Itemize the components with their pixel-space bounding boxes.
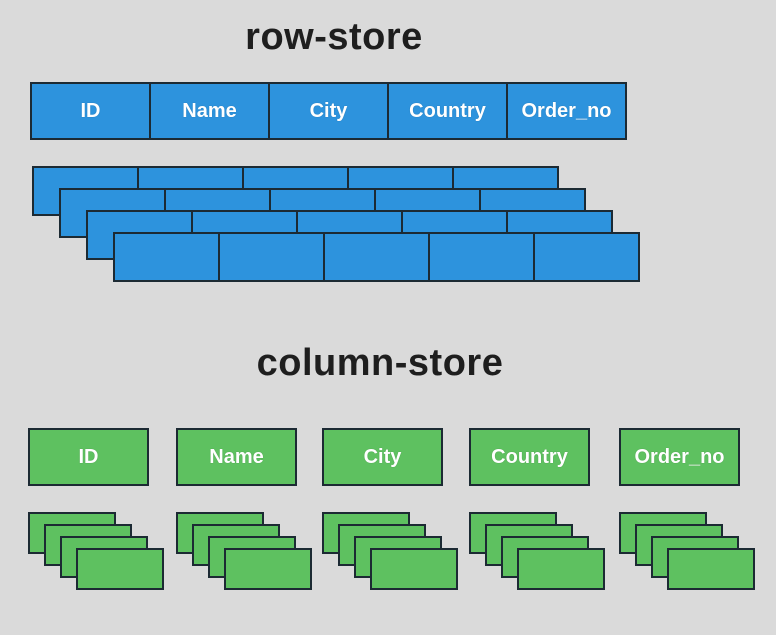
- column-store-name-record: [224, 548, 312, 590]
- row-store-header-city: City: [268, 82, 389, 140]
- row-store-header-order-no: Order_no: [506, 82, 627, 140]
- column-store-header-name: Name: [176, 428, 297, 486]
- column-store-header-country: Country: [469, 428, 590, 486]
- row-store-record-4-cell: [323, 232, 430, 282]
- column-store-city-record: [370, 548, 458, 590]
- row-store-header-country: Country: [387, 82, 508, 140]
- row-store-record-4-cell: [113, 232, 220, 282]
- column-store-title: column-store: [256, 342, 504, 384]
- row-store-record-4-cell: [218, 232, 325, 282]
- column-store-order-no-record: [667, 548, 755, 590]
- column-store-header-id: ID: [28, 428, 149, 486]
- row-store-record-4-cell: [428, 232, 535, 282]
- row-store-title: row-store: [245, 16, 423, 58]
- column-store-country-record: [517, 548, 605, 590]
- column-store-header-order-no: Order_no: [619, 428, 740, 486]
- row-store-header-id: ID: [30, 82, 151, 140]
- row-store-header-name: Name: [149, 82, 270, 140]
- column-store-header-city: City: [322, 428, 443, 486]
- row-store-record-4-cell: [533, 232, 640, 282]
- column-store-id-record: [76, 548, 164, 590]
